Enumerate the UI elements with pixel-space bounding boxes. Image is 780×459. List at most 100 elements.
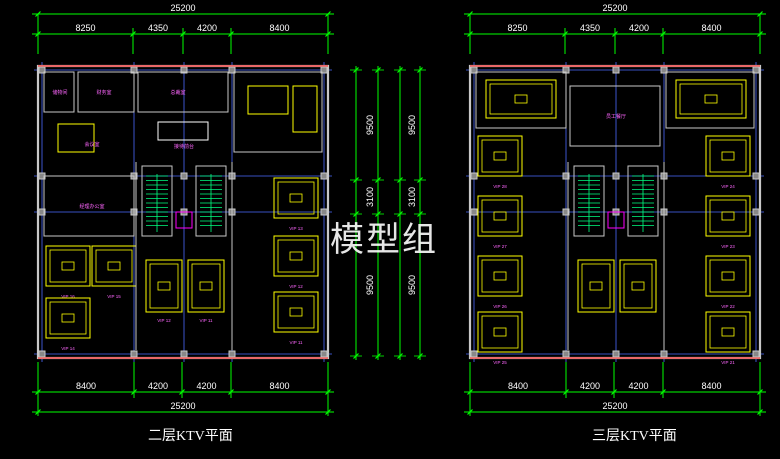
ktv-sofa: [273, 235, 319, 277]
bottom-seg-dim-text: 8400: [701, 381, 721, 391]
ktv-sofa: [477, 195, 523, 237]
vertical-dim-text: 9500: [365, 275, 375, 295]
column: [470, 350, 478, 358]
column: [38, 208, 46, 216]
coffee-table: [721, 327, 735, 337]
ktv-sofa-inner: [709, 259, 747, 293]
vip-room-label: VIP 11: [199, 318, 213, 323]
coffee-table: [493, 271, 507, 281]
room-partition: [43, 175, 135, 237]
coffee-table: [493, 327, 507, 337]
ktv-sofa: [485, 79, 557, 119]
bottom-seg-dim-text: 8400: [76, 381, 96, 391]
vip-room-label: VIP 23: [721, 244, 735, 249]
ktv-sofa-inner: [49, 249, 87, 283]
dimension-tick: [562, 31, 568, 37]
bottom-total-dim-text: 25200: [602, 401, 627, 411]
top-seg-dim-text: 8400: [701, 23, 721, 33]
room-partition: [137, 71, 229, 113]
room-label: 员工餐厅: [606, 113, 626, 120]
bottom-seg-dim-text: 4200: [196, 381, 216, 391]
column: [612, 350, 620, 358]
stair-core: [195, 165, 227, 237]
ktv-sofa: [619, 259, 657, 313]
top-seg-dim-text: 4200: [629, 23, 649, 33]
room-partition: [665, 71, 755, 129]
dimension-tick: [757, 31, 763, 37]
dimension-tick: [375, 211, 381, 217]
vertical-dim-text: 9500: [407, 275, 417, 295]
column: [612, 172, 620, 180]
ktv-sofa: [145, 259, 183, 313]
column: [180, 350, 188, 358]
ktv-sofa-inner: [277, 295, 315, 329]
coffee-table: [61, 313, 75, 323]
dimension-tick: [375, 177, 381, 183]
vip-room-label: VIP 16: [61, 294, 75, 299]
plan-title-floor-3: 三层KTV平面: [592, 429, 677, 444]
ktv-sofa-inner: [481, 199, 519, 233]
ktv-sofa-inner: [679, 83, 743, 115]
dimension-tick: [325, 409, 331, 415]
vip-room-label: VIP 12: [289, 284, 303, 289]
coffee-table: [199, 281, 213, 291]
stair-core: [573, 165, 605, 237]
column: [320, 172, 328, 180]
dimension-tick: [35, 409, 41, 415]
coffee-table: [631, 281, 645, 291]
bottom-seg-dim-text: 4200: [148, 381, 168, 391]
dimension-tick: [660, 389, 666, 395]
coffee-table: [61, 261, 75, 271]
dimension-tick: [325, 11, 331, 17]
dimension-tick: [757, 409, 763, 415]
top-seg-dim-text: 8250: [507, 23, 527, 33]
coffee-table: [589, 281, 603, 291]
dimension-tick: [757, 11, 763, 17]
vip-room-label: VIP 12: [157, 318, 171, 323]
dimension-tick: [611, 389, 617, 395]
ktv-sofa-inner: [709, 199, 747, 233]
dimension-tick: [467, 31, 473, 37]
dimension-tick: [179, 389, 185, 395]
vip-room-label: VIP 14: [61, 346, 75, 351]
column: [130, 350, 138, 358]
column: [752, 208, 760, 216]
dimension-tick: [563, 389, 569, 395]
dimension-tick: [417, 211, 423, 217]
ktv-sofa-inner: [623, 263, 653, 309]
dimension-tick: [353, 67, 359, 73]
ktv-sofa-inner: [489, 83, 553, 115]
vip-room-label: VIP 28: [493, 184, 507, 189]
column: [470, 66, 478, 74]
top-seg-dim-text: 4200: [197, 23, 217, 33]
ktv-sofa: [187, 259, 225, 313]
vertical-dim-text: 3100: [365, 187, 375, 207]
dimension-tick: [353, 177, 359, 183]
ktv-sofa-inner: [95, 249, 133, 283]
coffee-table: [704, 94, 718, 104]
dimension-tick: [353, 211, 359, 217]
vip-room-label: VIP 22: [721, 304, 735, 309]
meeting-table: [57, 123, 95, 153]
ktv-sofa-inner: [481, 139, 519, 173]
top-seg-dim-text: 8250: [75, 23, 95, 33]
watermark-text: 模型组: [330, 220, 438, 260]
dimension-tick: [612, 31, 618, 37]
coffee-table: [493, 211, 507, 221]
dimension-tick: [397, 353, 403, 359]
coffee-table: [721, 151, 735, 161]
bottom-seg-dim-text: 4200: [580, 381, 600, 391]
dimension-tick: [180, 31, 186, 37]
dimension-tick: [35, 11, 41, 17]
coffee-table: [721, 271, 735, 281]
ktv-sofa-inner: [49, 301, 87, 335]
vip-room-label: VIP 21: [721, 360, 735, 365]
room-label: 接待前台: [174, 143, 194, 150]
vertical-dim-text: 9500: [365, 115, 375, 135]
ktv-sofa: [45, 297, 91, 339]
ktv-sofa: [705, 135, 751, 177]
sofa-set: [292, 85, 318, 133]
